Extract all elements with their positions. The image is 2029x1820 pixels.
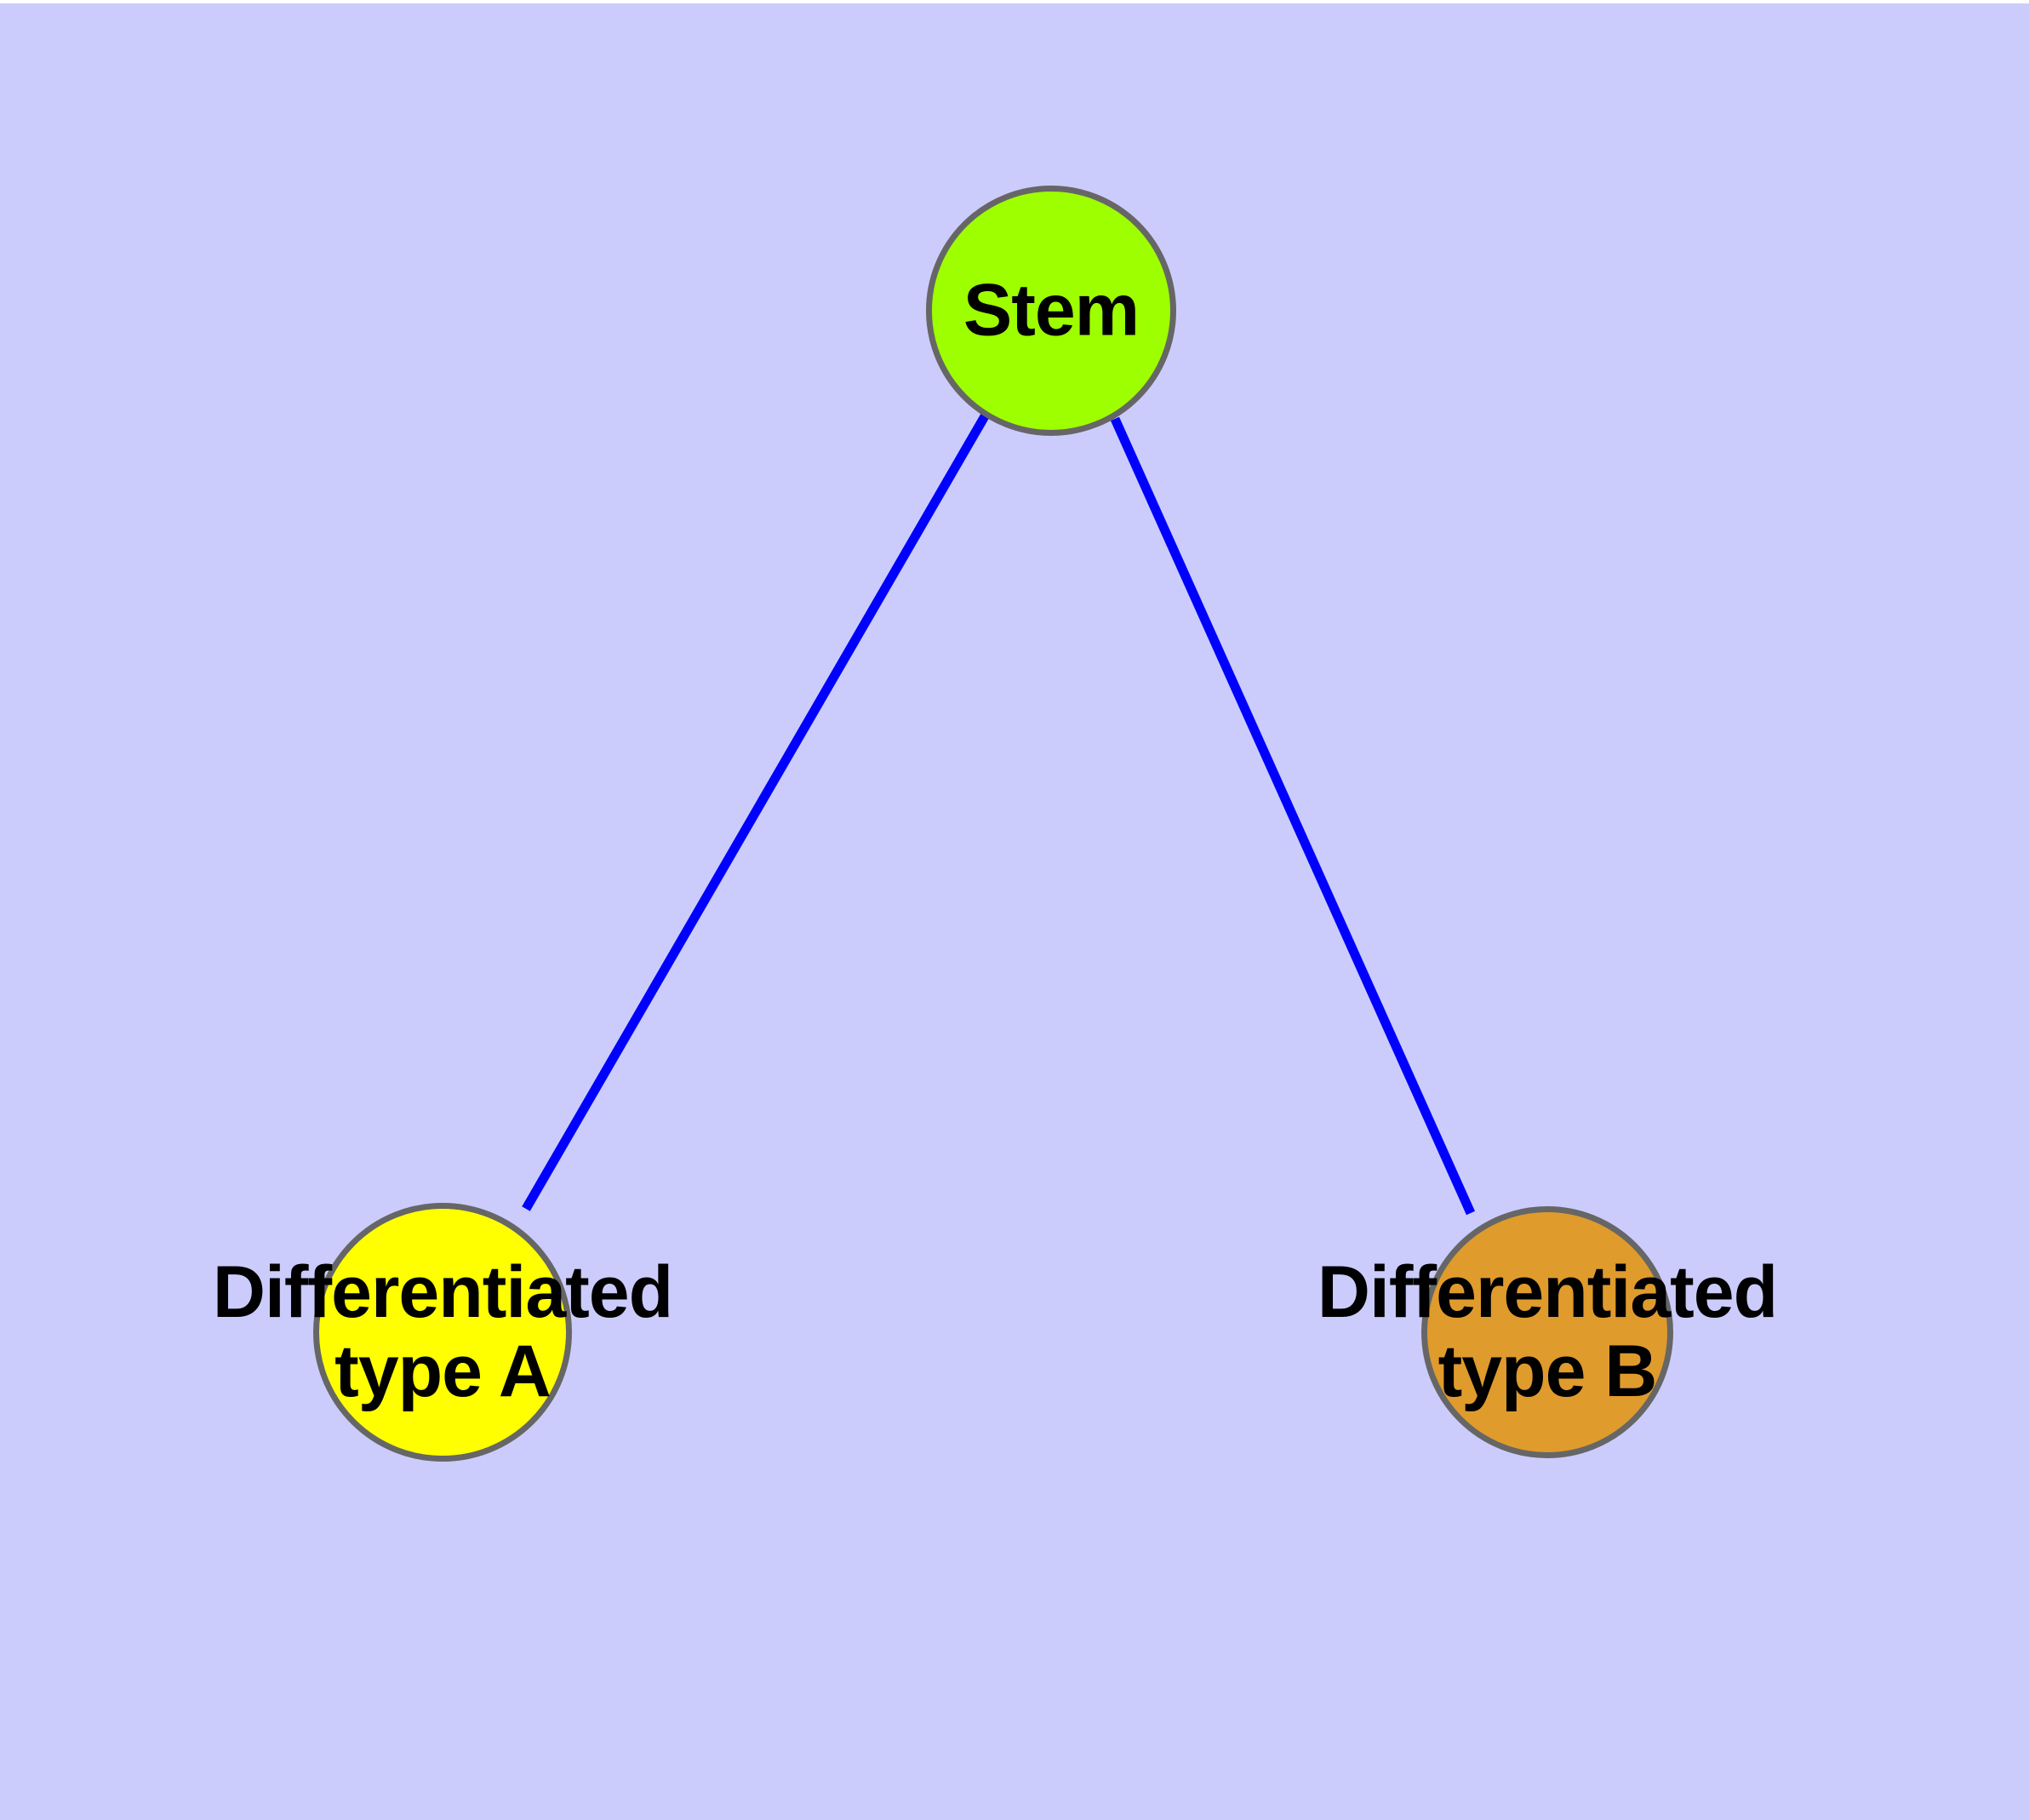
edge-layer <box>522 414 1476 1216</box>
node-differentiated-type-a[interactable] <box>313 1203 572 1462</box>
edge-stem-to-differentiated-type-b[interactable] <box>1110 416 1476 1216</box>
node-stem[interactable] <box>926 186 1176 436</box>
node-differentiated-type-b[interactable] <box>1421 1206 1673 1458</box>
edge-stem-to-differentiated-type-a[interactable] <box>522 414 989 1211</box>
node-layer <box>313 186 1673 1462</box>
